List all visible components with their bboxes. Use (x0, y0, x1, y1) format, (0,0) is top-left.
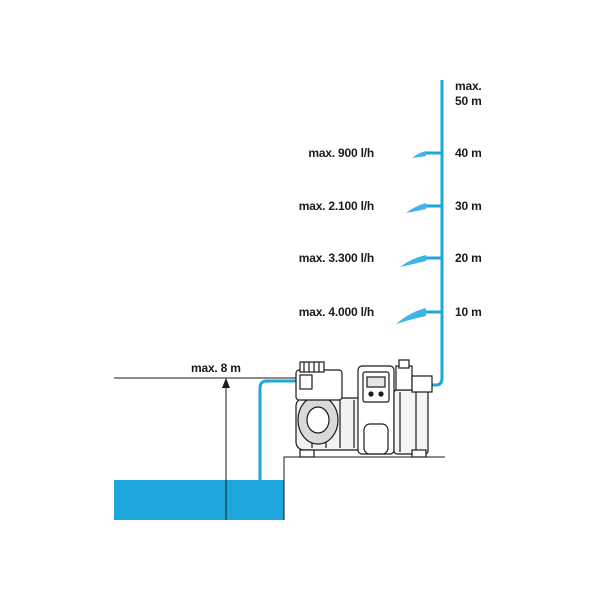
height-label-30m: 30 m (455, 199, 482, 213)
height-label-20m: 20 m (455, 251, 482, 265)
suction-height-label: max. 8 m (191, 361, 241, 375)
suction-arrow-head (222, 378, 230, 388)
flow-label-20m: max. 3.300 l/h (298, 251, 374, 265)
suction-pipe (258, 379, 302, 520)
flow-label-10m: max. 4.000 l/h (298, 305, 374, 319)
flow-label-30m: max. 2.100 l/h (298, 199, 374, 213)
water-reservoir (114, 480, 284, 520)
max-head-label-line1: max. (455, 79, 482, 93)
pump-illustration (295, 359, 433, 458)
discharge-pipe (430, 80, 444, 387)
ground-step-line (283, 456, 445, 520)
height-label-40m: 40 m (455, 146, 482, 160)
water-jet-20m (400, 255, 426, 267)
max-head-label-line2: 50 m (455, 94, 482, 108)
water-jet-40m (412, 151, 426, 158)
flow-label-40m: max. 900 l/h (308, 146, 374, 160)
water-jet-30m (406, 203, 426, 213)
height-label-10m: 10 m (455, 305, 482, 319)
water-jet-10m (396, 308, 426, 324)
